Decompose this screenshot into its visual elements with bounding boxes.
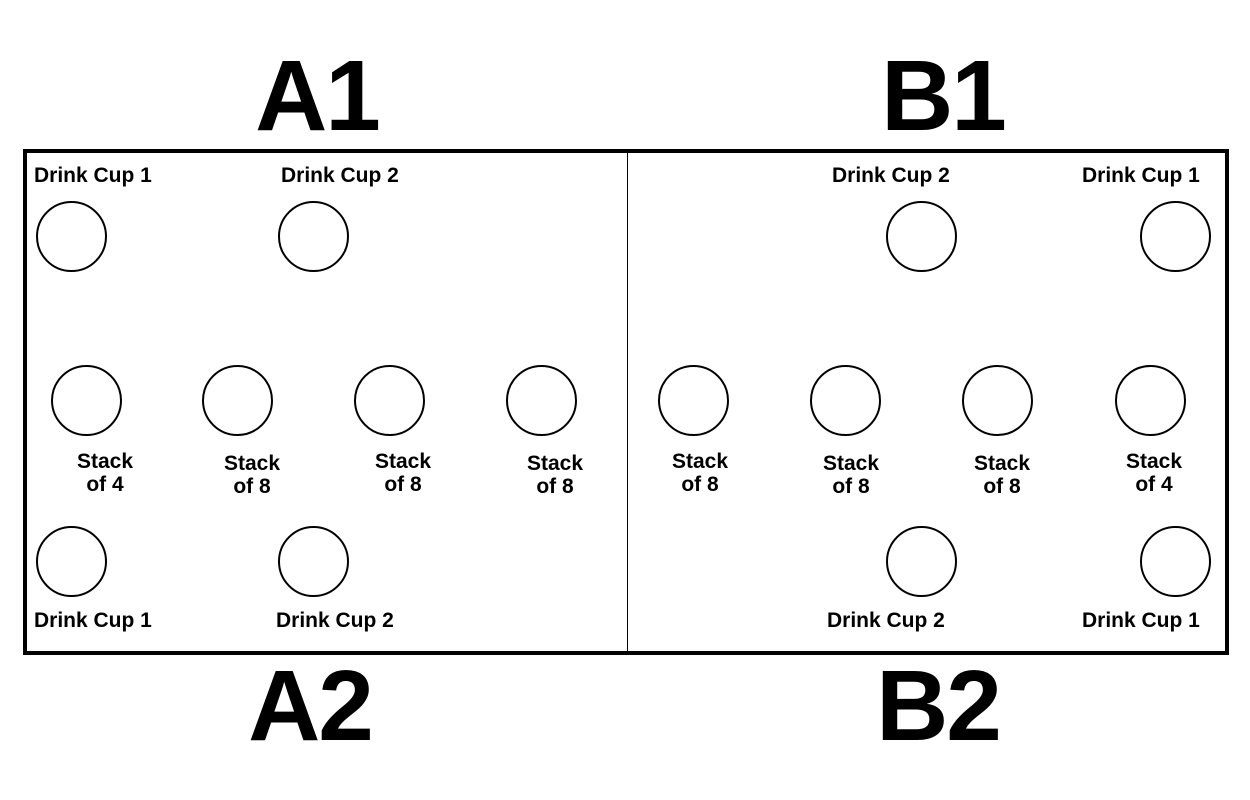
stack-label-6-line2: of 8 [832, 475, 870, 498]
stack-label-2: Stack of 8 [207, 452, 297, 498]
stack-label-1: Stack of 4 [60, 450, 150, 496]
stack-label-5-line2: of 8 [681, 473, 719, 496]
zone-a2-heading: A2 [248, 650, 374, 762]
layout-board [23, 149, 1229, 655]
a1-drink-cup-1-label: Drink Cup 1 [34, 164, 152, 187]
stack-label-7-line1: Stack [973, 452, 1031, 475]
stack-spot-6 [810, 365, 881, 436]
stack-label-7: Stack of 8 [957, 452, 1047, 498]
zone-a1-heading: A1 [255, 40, 381, 152]
b2-drink-cup-1-spot [1140, 526, 1211, 597]
b2-drink-cup-1-label: Drink Cup 1 [1082, 609, 1200, 632]
stack-spot-3 [354, 365, 425, 436]
stack-spot-2 [202, 365, 273, 436]
stack-spot-7 [962, 365, 1033, 436]
stack-label-3: Stack of 8 [358, 450, 448, 496]
stack-label-8-line2: of 4 [1135, 473, 1173, 496]
stack-label-4-line1: Stack [526, 452, 584, 475]
stack-spot-1 [51, 365, 122, 436]
b1-drink-cup-1-label: Drink Cup 1 [1082, 164, 1200, 187]
stack-spot-8 [1115, 365, 1186, 436]
b1-drink-cup-2-spot [886, 201, 957, 272]
b2-drink-cup-2-label: Drink Cup 2 [827, 609, 945, 632]
stack-label-8: Stack of 4 [1109, 450, 1199, 496]
stack-label-4-line2: of 8 [536, 475, 574, 498]
zone-b2-heading: B2 [876, 650, 1002, 762]
a1-drink-cup-2-spot [278, 201, 349, 272]
stack-label-2-line2: of 8 [233, 475, 271, 498]
center-divider [627, 153, 628, 651]
stack-label-6-line1: Stack [822, 452, 880, 475]
stack-label-5: Stack of 8 [655, 450, 745, 496]
b1-drink-cup-1-spot [1140, 201, 1211, 272]
stack-label-1-line2: of 4 [86, 473, 124, 496]
stack-label-3-line2: of 8 [384, 473, 422, 496]
stack-spot-5 [658, 365, 729, 436]
a2-drink-cup-1-label: Drink Cup 1 [34, 609, 152, 632]
a2-drink-cup-2-spot [278, 526, 349, 597]
a2-drink-cup-2-label: Drink Cup 2 [276, 609, 394, 632]
zone-b1-heading: B1 [881, 40, 1007, 152]
stack-label-3-line1: Stack [374, 450, 432, 473]
stack-spot-4 [506, 365, 577, 436]
b1-drink-cup-2-label: Drink Cup 2 [832, 164, 950, 187]
stack-label-6: Stack of 8 [806, 452, 896, 498]
stack-label-8-line1: Stack [1125, 450, 1183, 473]
a1-drink-cup-1-spot [36, 201, 107, 272]
a1-drink-cup-2-label: Drink Cup 2 [281, 164, 399, 187]
stack-label-7-line2: of 8 [983, 475, 1021, 498]
a2-drink-cup-1-spot [36, 526, 107, 597]
stack-label-2-line1: Stack [223, 452, 281, 475]
stack-label-5-line1: Stack [671, 450, 729, 473]
stack-label-4: Stack of 8 [510, 452, 600, 498]
stack-label-1-line1: Stack [76, 450, 134, 473]
b2-drink-cup-2-spot [886, 526, 957, 597]
